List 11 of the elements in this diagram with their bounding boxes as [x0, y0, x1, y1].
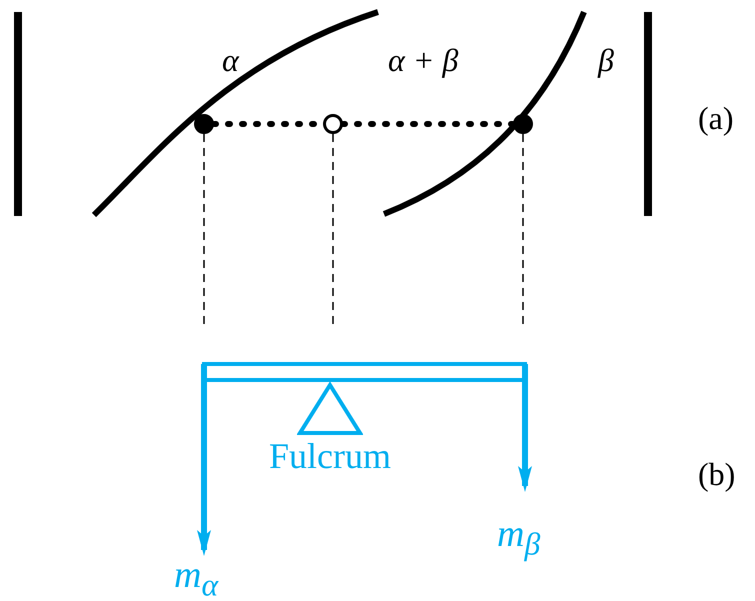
open-point: [323, 114, 343, 134]
phase-label: β: [598, 44, 614, 76]
fulcrum-label: Fulcrum: [269, 438, 391, 474]
mass-label: m$_{α}$: [174, 556, 218, 601]
phase-label: α: [222, 44, 239, 76]
tie-point: [513, 114, 533, 134]
panel-label: (b): [698, 458, 736, 490]
tie-point: [194, 114, 214, 134]
phase-label: α + β: [388, 44, 458, 76]
mass-label: m$_{β}$: [497, 515, 540, 560]
panel-label: (a): [698, 102, 734, 134]
